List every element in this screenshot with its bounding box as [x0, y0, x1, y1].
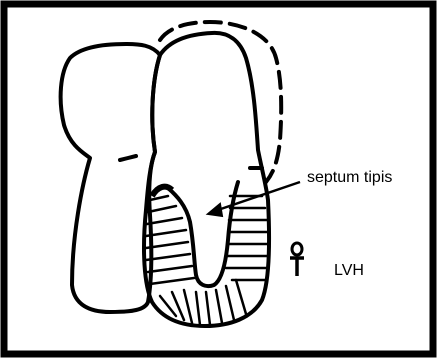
septum-label: septum tipis: [307, 169, 392, 186]
lvh-label: LVH: [334, 262, 364, 279]
